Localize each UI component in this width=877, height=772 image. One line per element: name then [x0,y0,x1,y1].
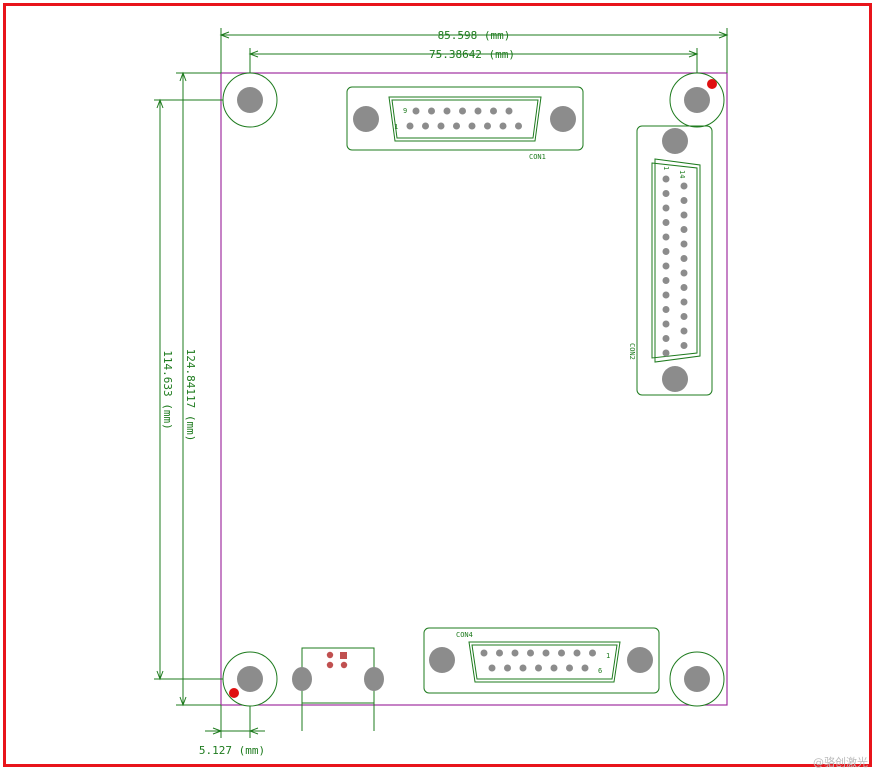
con2-pin-last: 14 [678,170,686,178]
overall-height-label: 124.84117 (mm) [184,349,197,442]
connector-pin [662,262,670,270]
connector-pin [581,664,589,672]
con2-label: CON2 [628,343,636,360]
connector-pin [474,107,482,115]
connector-pin [662,204,670,212]
reference-marker-top-right [707,79,717,89]
connector-pin [662,349,670,357]
connector-pin [680,226,688,233]
connector-pin [511,649,519,657]
connector-pin [662,291,670,299]
connector-pin [680,284,688,291]
reference-marker-bottom-left [229,688,239,698]
connector-pin [496,649,503,657]
board-outline [220,72,728,706]
connector-pin [488,664,496,672]
connector-pin [662,233,670,241]
connector-pin [499,122,507,130]
connector-pin [662,277,670,284]
connector-pin [680,327,688,335]
connector-pin [680,313,688,320]
connector-pin [662,248,670,255]
connector-pin [406,122,414,130]
connector-pin [573,649,581,657]
connector-pin [542,649,550,657]
connector-pin [480,649,488,657]
connector-pin [680,298,688,306]
con4-pin-first: 1 [606,652,610,660]
con4-pin-last: 6 [598,667,602,675]
connector-pin [680,211,688,219]
connector-pin [484,122,491,130]
connector-pin [680,197,688,204]
con1-pin-first: 1 [394,123,398,131]
connector-pin [459,107,466,115]
connector-pin [662,320,670,328]
connector-pin [505,107,513,115]
connector-pin [680,240,688,248]
connector-pin [504,664,511,672]
connector-con1 [346,86,584,151]
con1-label: CON1 [529,153,546,161]
connector-pin [566,664,573,672]
connector-pin [527,649,534,657]
connector-pin [680,182,688,190]
hole-spacing-y-label: 114.633 (mm) [161,350,174,429]
watermark-text: @骆创激光 [813,755,868,769]
connector-pin [437,122,445,130]
connector-con2 [636,125,713,396]
connector-pin [680,255,688,262]
connector-pin [428,107,435,115]
connector-pin [662,335,670,342]
connector-pin [680,269,688,277]
connector-pin [550,664,558,672]
connector-pin [662,175,670,183]
usb-connector [292,647,384,731]
connector-pin [535,664,542,672]
connector-pin [412,107,420,115]
connector-pin [662,306,670,313]
overall-width-label: 85.598 (mm) [438,29,511,42]
connector-pin [589,649,596,657]
connector-pin [519,664,527,672]
connector-pin [443,107,451,115]
hole-offset-label: 5.127 (mm) [199,744,265,757]
connector-pin [680,342,688,349]
mounting-hole-bottom-left [222,651,278,707]
connector-pin [453,122,460,130]
mounting-hole-bottom-right [669,651,725,707]
connector-pin [662,219,670,226]
image-frame [3,3,872,767]
con4-label: CON4 [456,631,473,639]
connector-pin [515,122,522,130]
con2-pin-first: 1 [662,166,670,170]
hole-spacing-x-label: 75.38642 (mm) [429,48,515,61]
connector-pin [662,190,670,197]
dimension-overall-height [176,71,221,707]
connector-pin [490,107,497,115]
dimension-overall-width [219,28,729,73]
connector-pin [468,122,476,130]
connector-con4 [423,627,660,694]
connector-pin [422,122,429,130]
con1-pin-last: 9 [403,107,407,115]
connector-pin [558,649,565,657]
mounting-hole-top-left [222,72,278,128]
